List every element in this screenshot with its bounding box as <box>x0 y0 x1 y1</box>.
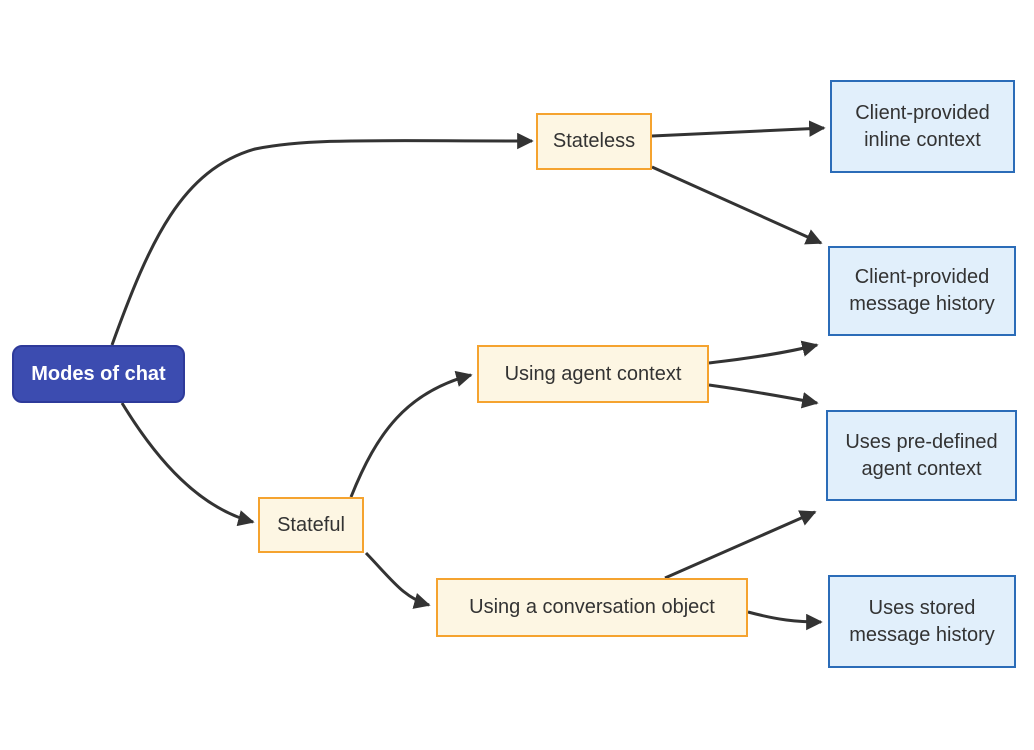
node-stateless: Stateless <box>536 113 652 170</box>
edge-modes-of-chat-stateful <box>120 402 255 527</box>
edge-using-agent-context-predefined-agent-context <box>708 383 819 409</box>
node-stored-message-history: Uses stored message history <box>828 575 1016 668</box>
node-client-inline-context: Client-provided inline context <box>830 80 1015 173</box>
node-using-conversation-object: Using a conversation object <box>436 578 748 637</box>
node-predefined-agent-context: Uses pre-defined agent context <box>826 410 1017 501</box>
node-client-message-history: Client-provided message history <box>828 246 1016 336</box>
edge-using-agent-context-client-message-history <box>708 340 819 365</box>
edge-modes-of-chat-stateless <box>110 132 534 346</box>
edge-stateless-client-inline-context <box>651 120 826 138</box>
edge-stateful-using-conversation-object <box>364 551 431 609</box>
edge-stateful-using-agent-context <box>349 370 473 498</box>
node-modes-of-chat: Modes of chat <box>12 345 185 403</box>
edge-stateless-client-message-history <box>651 165 823 245</box>
node-using-agent-context: Using agent context <box>477 345 709 403</box>
edge-using-conversation-object-predefined-agent-context <box>664 510 817 580</box>
node-stateful: Stateful <box>258 497 364 553</box>
edge-using-conversation-object-stored-message-history <box>747 610 823 631</box>
